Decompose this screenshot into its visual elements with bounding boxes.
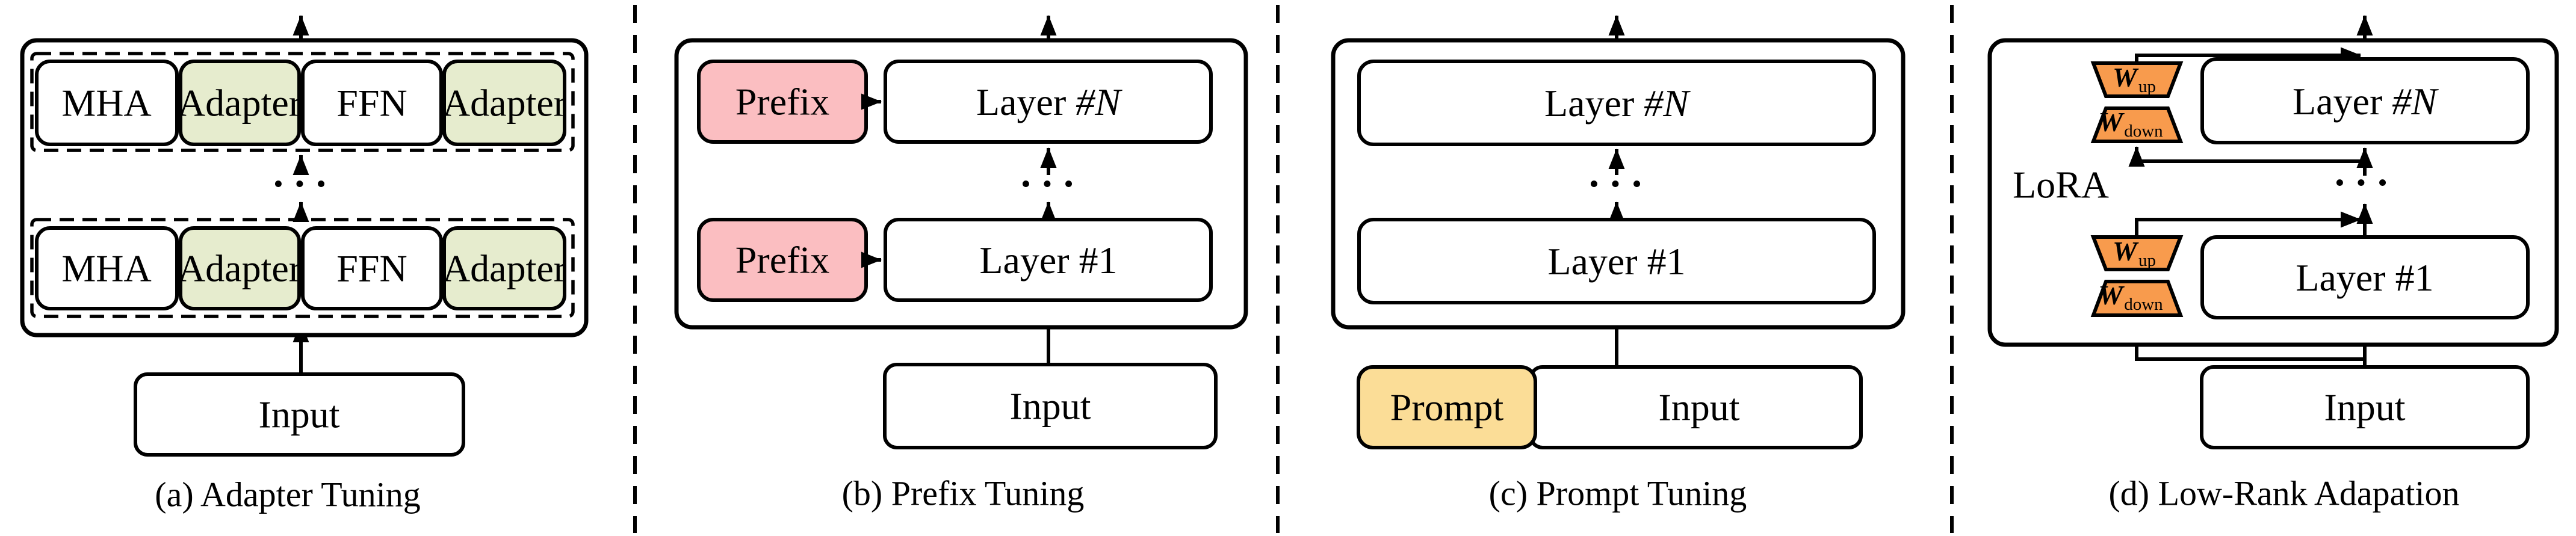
w-down-trapezoid xyxy=(2090,280,2184,317)
transformer-block-dashed-top xyxy=(30,52,575,152)
panel-lora: Wup Wdown Layer#N LoRA • • • Wup Wdown L… xyxy=(1987,15,2559,513)
panel-caption: (a) Adapter Tuning xyxy=(155,475,420,514)
mha-label: MHA xyxy=(61,247,151,290)
w-down-label: Wdown xyxy=(2098,280,2163,315)
layer-1-box xyxy=(1357,218,1876,304)
layer-1-label: Layer#1 xyxy=(1547,240,1685,283)
layer-n-label: Layer#N xyxy=(1544,82,1691,125)
adapter-box xyxy=(179,60,301,146)
input-box xyxy=(883,363,1218,449)
layer-n-box xyxy=(2200,57,2530,144)
ffn-box xyxy=(301,60,443,146)
mha-box xyxy=(35,226,179,310)
ellipsis-dots: • • • xyxy=(2335,167,2389,198)
adapter-box xyxy=(442,60,566,146)
layer-n-box xyxy=(1357,60,1876,146)
mha-box xyxy=(35,60,179,146)
input-label: Input xyxy=(2324,386,2405,429)
panel-caption: (c) Prompt Tuning xyxy=(1489,474,1747,513)
w-up-trapezoid xyxy=(2090,61,2184,98)
layer-1-box xyxy=(884,218,1213,302)
input-label: Input xyxy=(258,393,339,436)
panel-adapter-tuning: MHA Adapter FFN Adapter • • • MHA Adapte… xyxy=(20,15,589,514)
layer-1-label: Layer#1 xyxy=(2296,256,2433,299)
mha-label: MHA xyxy=(61,82,151,125)
lora-input-tap-top xyxy=(2128,146,2365,167)
panel-prompt-tuning: Layer#N • • • Layer#1 Input Prompt (c) P… xyxy=(1331,15,1906,513)
prompt-label: Prompt xyxy=(1390,386,1504,429)
input-label: Input xyxy=(1009,385,1091,428)
w-down-label: Wdown xyxy=(2098,106,2163,141)
prompt-box xyxy=(1357,365,1537,449)
w-up-trapezoid xyxy=(2090,235,2184,271)
adapter-label: Adapter xyxy=(442,82,566,125)
panel-prefix-tuning: Prefix Layer#N • • • Prefix Layer#1 Inpu… xyxy=(674,15,1248,513)
prefix-label: Prefix xyxy=(735,81,829,123)
ffn-label: FFN xyxy=(336,247,407,290)
layer-1-label: Layer#1 xyxy=(979,239,1117,282)
layer-n-label: Layer#N xyxy=(2293,80,2439,123)
ffn-box xyxy=(301,226,443,310)
w-down-trapezoid xyxy=(2090,106,2184,143)
layer-1-box xyxy=(2200,235,2530,319)
input-box xyxy=(134,372,465,457)
adapter-box xyxy=(179,226,301,310)
ffn-label: FFN xyxy=(336,82,407,125)
adapter-label: Adapter xyxy=(178,82,302,125)
adapter-label: Adapter xyxy=(442,247,566,290)
adapter-box xyxy=(442,226,566,310)
layer-n-label: Layer#N xyxy=(976,81,1122,123)
lora-label: LoRA xyxy=(2013,164,2109,206)
panel-caption: (b) Prefix Tuning xyxy=(842,474,1085,513)
prefix-label: Prefix xyxy=(735,239,829,282)
lora-merge-top xyxy=(2135,47,2361,64)
adapter-label: Adapter xyxy=(178,247,302,290)
panel-caption: (d) Low-Rank Adapation xyxy=(2108,474,2459,513)
lora-merge-bottom xyxy=(2135,211,2361,238)
w-up-label: Wup xyxy=(2113,236,2156,271)
w-up-label: Wup xyxy=(2113,62,2156,97)
input-box xyxy=(2200,365,2530,449)
layer-n-box xyxy=(884,60,1213,144)
input-label: Input xyxy=(1658,386,1739,429)
